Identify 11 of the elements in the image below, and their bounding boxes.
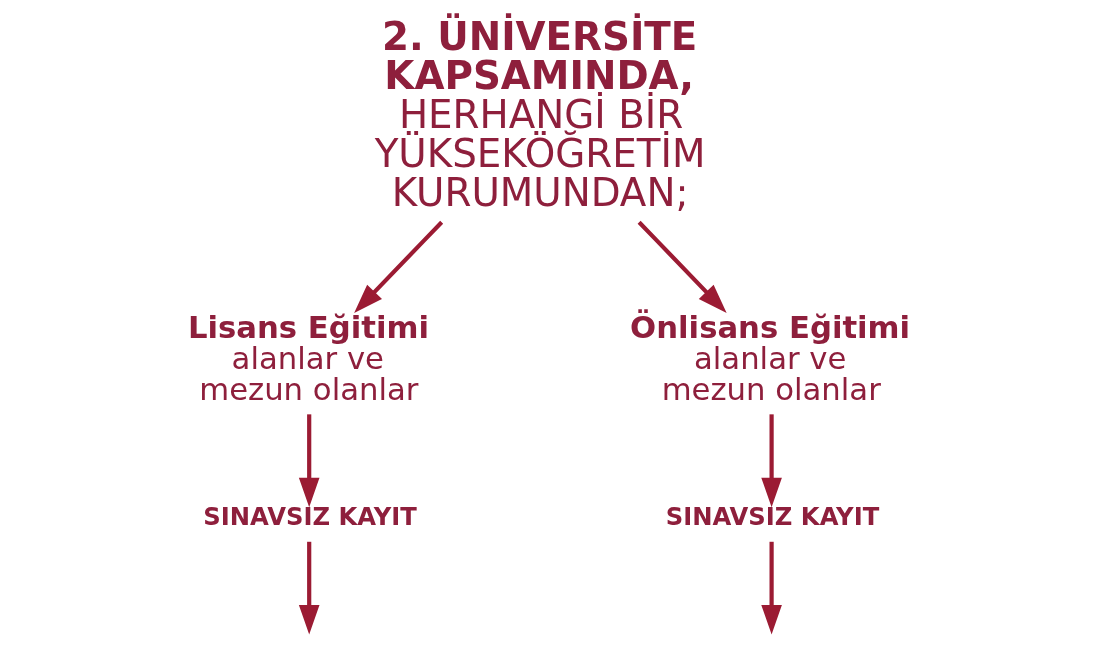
arrow <box>353 220 443 314</box>
node-text: SINAVSIZ KAYIT <box>202 502 417 532</box>
node-text: 2. ÜNİVERSİTE KAPSAMINDA, HERHANGİ BİR YÜKSEKÖĞRETİM KURUMUNDAN; <box>374 14 705 215</box>
arrow <box>760 541 782 635</box>
node-text: Önlisans Eğitimi alanlar ve mezun olanlar <box>629 309 910 407</box>
arrow <box>298 541 319 635</box>
arrow <box>637 220 727 314</box>
node-text: Lisans Eğitimi alanlar ve mezun olanlar <box>187 309 429 407</box>
node-text: SINAVSIZ KAYIT <box>665 502 879 532</box>
arrow <box>760 414 782 508</box>
arrow <box>298 414 319 508</box>
